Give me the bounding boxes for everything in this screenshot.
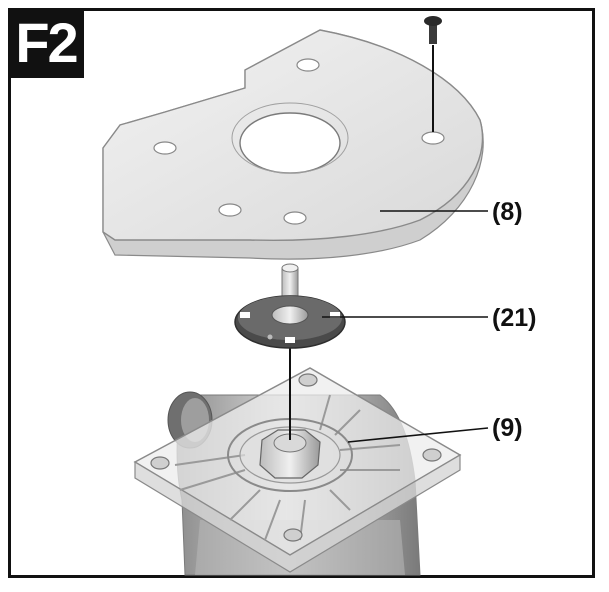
- centering-aid: [234, 263, 346, 440]
- callout-baseplate: (8): [492, 198, 523, 226]
- figure-tag: F2: [8, 8, 84, 78]
- countersunk-screw: [424, 16, 442, 132]
- leader-lines: [322, 210, 489, 443]
- callout-router-base: (9): [492, 414, 523, 442]
- collet-nut: [259, 429, 321, 479]
- leader-9: [347, 427, 489, 443]
- baseplate: [102, 29, 484, 260]
- callout-centering-aid: (21): [492, 304, 537, 332]
